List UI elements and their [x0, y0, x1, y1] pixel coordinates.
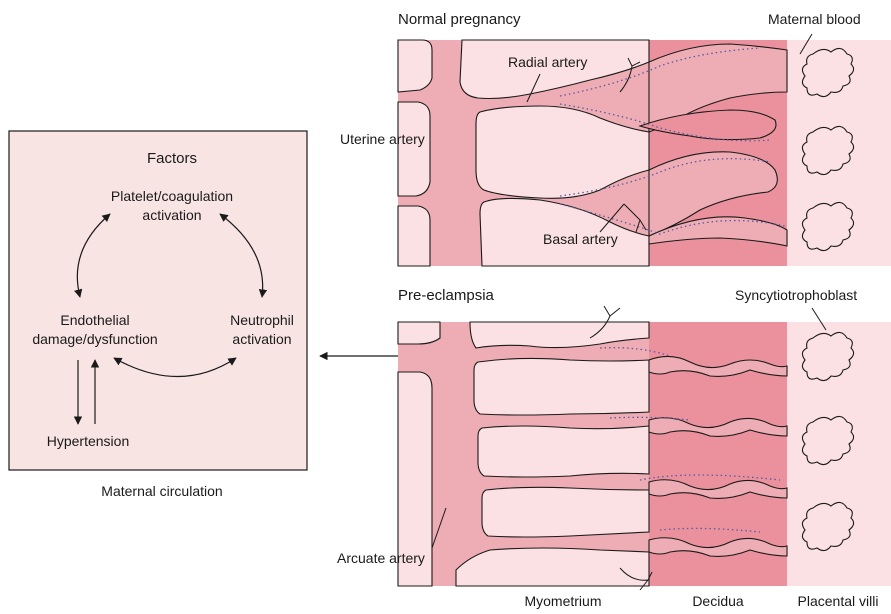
pe-tissue-band-2 — [478, 426, 649, 477]
preeclampsia-title: Pre-eclampsia — [398, 287, 495, 304]
neutrophil-label-line2: activation — [232, 331, 291, 347]
platelet-label-line2: activation — [142, 207, 201, 223]
basal-artery-label: Basal artery — [543, 231, 618, 247]
pe-tissue-band-1 — [474, 358, 649, 415]
pe-tissue-band-3 — [482, 487, 649, 537]
normal-tissue-left-mid — [398, 102, 430, 196]
factors-box: Factors Platelet/coagulation activation … — [9, 131, 307, 470]
maternal-circulation-caption: Maternal circulation — [101, 483, 222, 499]
syncytiotrophoblast-label: Syncytiotrophoblast — [735, 287, 857, 303]
placental-villi-label: Placental villi — [798, 593, 879, 609]
normal-tissue-left-top — [398, 40, 432, 92]
decidua-label: Decidua — [692, 593, 744, 609]
preeclampsia-panel: Pre-eclampsia Syncytiotrophoblast Arcuat… — [337, 287, 891, 590]
normal-pregnancy-panel: Normal pregnancy Maternal blood Radial a… — [340, 11, 891, 266]
normal-pregnancy-title: Normal pregnancy — [398, 11, 521, 28]
hypertension-label: Hypertension — [47, 433, 130, 449]
factors-title: Factors — [147, 150, 197, 167]
factors-box-frame — [9, 131, 307, 470]
radial-artery-label: Radial artery — [508, 54, 587, 70]
uterine-artery-label: Uterine artery — [340, 131, 425, 147]
maternal-blood-label: Maternal blood — [768, 11, 861, 27]
myometrium-label: Myometrium — [524, 593, 601, 609]
neutrophil-label-line1: Neutrophil — [230, 312, 294, 328]
normal-tissue-left-bottom — [398, 206, 430, 266]
pe-tissue-bottom — [456, 548, 649, 586]
arcuate-artery-label: Arcuate artery — [337, 550, 425, 566]
endothelial-label-line1: Endothelial — [60, 312, 129, 328]
pe-tissue-left-top — [398, 322, 440, 344]
endothelial-label-line2: damage/dysfunction — [32, 331, 157, 347]
platelet-label-line1: Platelet/coagulation — [111, 188, 233, 204]
